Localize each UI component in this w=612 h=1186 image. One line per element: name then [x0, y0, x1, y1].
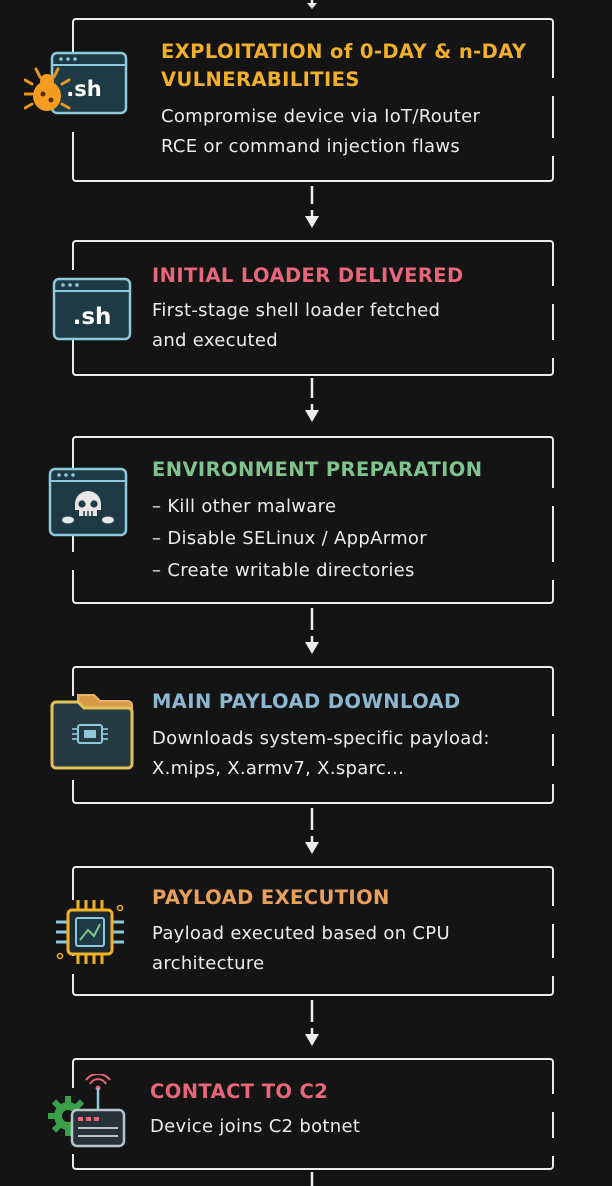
skull-window-icon	[48, 467, 128, 537]
svg-text:.sh: .sh	[66, 77, 101, 101]
step-description: Downloads system-specific payload: X.mip…	[152, 728, 490, 779]
step-title: MAIN PAYLOAD DOWNLOAD	[152, 690, 461, 713]
step-title: EXPLOITATION of 0-DAY & n-DAY VULNERABIL…	[161, 40, 527, 91]
router-gear-icon	[48, 1074, 126, 1148]
step-title: PAYLOAD EXECUTION	[152, 886, 390, 909]
step-title: INITIAL LOADER DELIVERED	[152, 264, 464, 287]
step-exploitation: EXPLOITATION of 0-DAY & n-DAY VULNERABIL…	[68, 18, 558, 182]
svg-text:.sh: .sh	[73, 304, 112, 330]
step-payload-execution: PAYLOAD EXECUTION Payload executed based…	[68, 866, 558, 996]
step-description: Compromise device via IoT/Router RCE or …	[161, 106, 481, 157]
flow-arrow	[305, 608, 319, 654]
step-initial-loader: INITIAL LOADER DELIVERED First-stage she…	[68, 240, 558, 376]
step-title: ENVIRONMENT PREPARATION	[152, 458, 483, 481]
flow-arrow	[305, 808, 319, 854]
step-main-payload-download: MAIN PAYLOAD DOWNLOAD Downloads system-s…	[68, 666, 558, 804]
step-title: CONTACT TO C2	[150, 1080, 329, 1103]
flow-arrow	[305, 378, 319, 422]
folder-chip-icon	[50, 694, 134, 770]
bottom-connector	[310, 1172, 314, 1186]
top-connector	[307, 0, 317, 9]
cpu-chip-icon	[56, 900, 124, 964]
bug-shell-window-icon: .sh	[24, 51, 128, 115]
flow-arrow	[305, 1000, 319, 1046]
step-description: – Kill other malware – Disable SELinux /…	[152, 496, 427, 581]
step-description: Device joins C2 botnet	[150, 1116, 361, 1137]
flow-arrow	[305, 186, 319, 228]
step-contact-c2: CONTACT TO C2 Device joins C2 botnet	[68, 1058, 558, 1170]
step-description: Payload executed based on CPU architectu…	[152, 923, 450, 974]
step-environment-preparation: ENVIRONMENT PREPARATION – Kill other mal…	[68, 436, 558, 604]
step-description: First-stage shell loader fetched and exe…	[152, 300, 441, 351]
shell-window-icon: .sh	[52, 277, 132, 341]
